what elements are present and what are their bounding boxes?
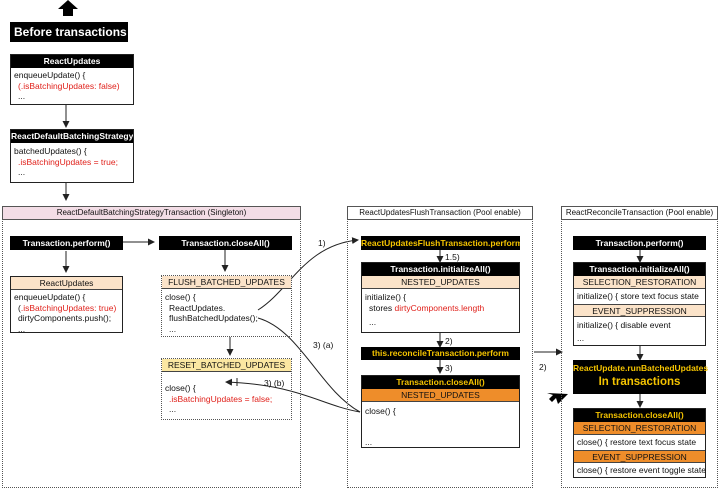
strategy-transaction-title: ReactDefaultBatchingStrategyTransaction … xyxy=(2,206,301,220)
code-line: initialize() { xyxy=(365,292,407,302)
flush-init-box: Transaction.initializeAll() NESTED_UPDAT… xyxy=(361,262,520,333)
reconcile-init-box: Transaction.initializeAll() SELECTION_RE… xyxy=(573,262,706,346)
page-title: Before transactions xyxy=(10,22,128,42)
flush-reconcile-perform: this.reconcileTransaction.perform xyxy=(361,347,520,360)
code-line: .isBatchingUpdates = false; xyxy=(169,393,273,404)
reconcile-event-suppression: EVENT_SUPPRESSION xyxy=(574,304,705,317)
code-line: ... xyxy=(18,91,26,101)
code-line: flushBatchedUpdates(); xyxy=(169,313,258,323)
arrow-label-1: 1) xyxy=(318,238,326,248)
batching-strategy-header: ReactDefaultBatchingStrategy xyxy=(11,130,133,143)
code-line: ReactUpdates. xyxy=(169,302,226,313)
arrow-label-2-reconcile: 2) xyxy=(539,362,547,372)
flush-transaction-title: ReactUpdatesFlushTransaction (Pool enabl… xyxy=(347,206,533,220)
strategy-perform: Transaction.perform() xyxy=(10,236,123,250)
code-line: ... xyxy=(18,323,26,334)
reconcile-batched-box: ReactUpdate.runBatchedUpdates In transac… xyxy=(573,360,709,394)
code-line: .isBatchingUpdates = true; xyxy=(18,156,118,167)
react-updates-top-header: ReactUpdates xyxy=(11,55,133,68)
flush-perform: ReactUpdatesFlushTransaction.perform() xyxy=(361,236,520,250)
code-line: ... xyxy=(365,436,373,447)
reconcile-close-all: Transaction.closeAll() xyxy=(574,409,705,422)
code-line: (.isBatchingUpdates: false) xyxy=(18,80,120,91)
strategy-close-all: Transaction.closeAll() xyxy=(159,236,292,250)
arrow-label-3a: 3) (a) xyxy=(313,340,334,350)
react-updates-top-box: ReactUpdates enqueueUpdate() { (.isBatch… xyxy=(10,54,134,105)
reconcile-batched: ReactUpdate.runBatchedUpdates xyxy=(573,363,709,373)
reconcile-event-suppression-2: EVENT_SUPPRESSION xyxy=(574,450,705,463)
code-line: stores dirtyComponents.length xyxy=(369,302,485,313)
reconcile-perform: Transaction.perform() xyxy=(573,236,706,250)
flush-nested-updates-2: NESTED_UPDATES xyxy=(362,389,519,402)
react-updates-inner-box: ReactUpdates enqueueUpdate() { (.isBatch… xyxy=(10,276,123,334)
flush-wrapper-header: FLUSH_BATCHED_UPDATES xyxy=(162,276,291,289)
flush-close-all: Transaction.closeAll() xyxy=(362,376,519,389)
code-line: close() { xyxy=(165,383,196,393)
code-line: close() { xyxy=(365,406,396,416)
arrow-label-2: 2) xyxy=(445,336,453,346)
react-updates-inner-header: ReactUpdates xyxy=(11,277,122,290)
code-line: ... xyxy=(369,317,377,327)
flush-wrapper-box: FLUSH_BATCHED_UPDATES close() { ReactUpd… xyxy=(161,275,292,337)
code-line: close() { restore event toggle state xyxy=(577,465,706,475)
arrow-label-3: 3) xyxy=(445,363,453,373)
in-transactions-label: In transactions xyxy=(598,376,681,388)
reset-wrapper-header: RESET_BATCHED_UPDATES xyxy=(162,359,291,372)
reconcile-transaction-title: ReactReconcileTransaction (Pool enable) xyxy=(561,206,718,220)
batching-strategy-box: ReactDefaultBatchingStrategy batchedUpda… xyxy=(10,129,134,183)
code-line: initialize() { store text focus state xyxy=(577,291,699,301)
reset-wrapper-box: RESET_BATCHED_UPDATES close() { .isBatch… xyxy=(161,358,292,420)
code-line: (.isBatchingUpdates: true) xyxy=(18,302,117,313)
code-line: ... xyxy=(18,167,26,177)
code-line: initialize() { disable event xyxy=(577,320,671,330)
code-line: ... xyxy=(169,323,177,334)
code-line: close() { xyxy=(165,292,196,302)
code-line: close() { restore text focus state xyxy=(577,437,697,447)
code-line: enqueueUpdate() { xyxy=(14,292,86,302)
code-line: batchedUpdates() { xyxy=(14,146,87,156)
reconcile-selection-restoration-2: SELECTION_RESTORATION xyxy=(574,422,705,435)
flush-init-all: Transaction.initializeAll() xyxy=(362,263,519,276)
reconcile-selection-restoration: SELECTION_RESTORATION xyxy=(574,276,705,289)
code-line: enqueueUpdate() { xyxy=(14,70,86,80)
arrow-label-1-5: 1.5) xyxy=(445,252,460,262)
arrow-label-3b: 3) (b) xyxy=(264,378,285,388)
flush-nested-updates: NESTED_UPDATES xyxy=(362,276,519,289)
reconcile-init-all: Transaction.initializeAll() xyxy=(574,263,705,276)
code-ellipsis: ... xyxy=(577,333,585,343)
flush-close-box: Transaction.closeAll() NESTED_UPDATES cl… xyxy=(361,375,520,448)
code-line: ... xyxy=(169,404,177,414)
code-line: dirtyComponents.push(); xyxy=(18,313,112,323)
reconcile-close-box: Transaction.closeAll() SELECTION_RESTORA… xyxy=(573,408,706,478)
